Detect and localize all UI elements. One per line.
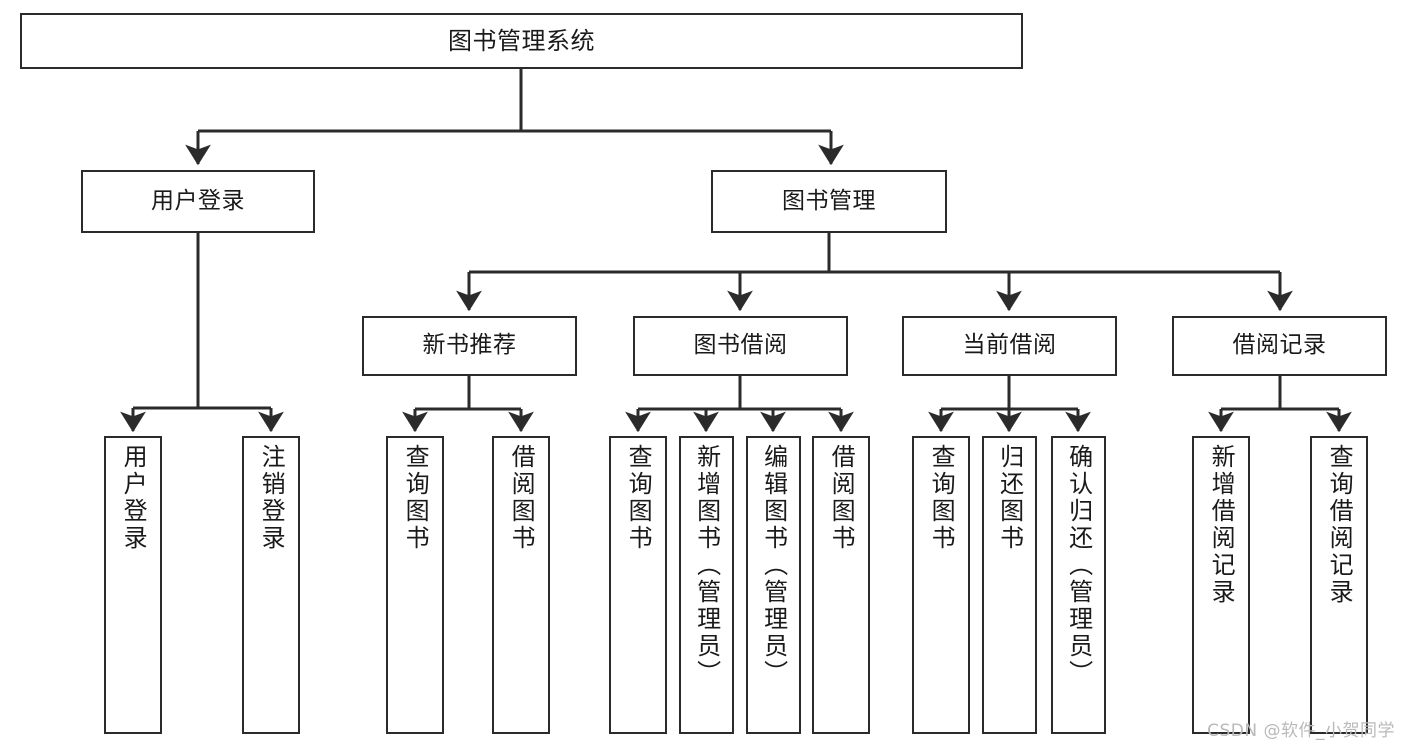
node-user-login-label: 用户登录 [151, 187, 245, 214]
node-leaf-return-book-label: 归还图书 [995, 444, 1024, 552]
node-leaf-borrow-book-2-label: 借阅图书 [827, 444, 856, 552]
node-book-manage[interactable]: 图书管理 [711, 170, 947, 233]
node-current-borrow[interactable]: 当前借阅 [902, 316, 1117, 376]
node-leaf-confirm-return[interactable]: 确认归还（管理员） [1051, 436, 1106, 734]
node-book-manage-label: 图书管理 [782, 187, 876, 214]
node-borrow-record[interactable]: 借阅记录 [1172, 316, 1387, 376]
node-book-borrow-label: 图书借阅 [693, 332, 788, 359]
node-leaf-query-book-3-label: 查询图书 [927, 444, 956, 552]
node-leaf-borrow-book-1-label: 借阅图书 [507, 444, 536, 552]
node-leaf-query-book-1-label: 查询图书 [401, 444, 430, 552]
node-user-login[interactable]: 用户登录 [81, 170, 315, 233]
node-leaf-query-book-3[interactable]: 查询图书 [912, 436, 970, 734]
node-leaf-query-book-1[interactable]: 查询图书 [386, 436, 444, 734]
node-leaf-logout-login-label: 注销登录 [257, 444, 286, 552]
node-new-book-recommend-label: 新书推荐 [422, 332, 517, 359]
node-leaf-confirm-return-label: 确认归还（管理员） [1064, 444, 1093, 687]
node-book-borrow[interactable]: 图书借阅 [633, 316, 848, 376]
node-borrow-record-label: 借阅记录 [1232, 332, 1327, 359]
node-leaf-add-record[interactable]: 新增借阅记录 [1192, 436, 1250, 734]
node-current-borrow-label: 当前借阅 [962, 332, 1057, 359]
csdn-watermark: CSDN @软件_小贺同学 [1207, 721, 1395, 741]
node-leaf-user-login[interactable]: 用户登录 [104, 436, 162, 734]
node-leaf-borrow-book-1[interactable]: 借阅图书 [492, 436, 550, 734]
node-leaf-add-record-label: 新增借阅记录 [1207, 444, 1236, 606]
node-leaf-borrow-book-2[interactable]: 借阅图书 [812, 436, 870, 734]
node-root[interactable]: 图书管理系统 [20, 13, 1023, 69]
node-leaf-logout-login[interactable]: 注销登录 [242, 436, 300, 734]
node-root-label: 图书管理系统 [448, 26, 595, 55]
node-leaf-add-book[interactable]: 新增图书（管理员） [679, 436, 734, 734]
node-leaf-user-login-label: 用户登录 [119, 444, 148, 552]
node-leaf-add-book-label: 新增图书（管理员） [692, 444, 721, 687]
node-new-book-recommend[interactable]: 新书推荐 [362, 316, 577, 376]
node-leaf-query-record-label: 查询借阅记录 [1325, 444, 1354, 606]
node-leaf-edit-book-label: 编辑图书（管理员） [759, 444, 788, 687]
node-leaf-query-book-2[interactable]: 查询图书 [609, 436, 667, 734]
node-leaf-query-record[interactable]: 查询借阅记录 [1310, 436, 1368, 734]
node-leaf-return-book[interactable]: 归还图书 [982, 436, 1037, 734]
node-leaf-query-book-2-label: 查询图书 [624, 444, 653, 552]
node-leaf-edit-book[interactable]: 编辑图书（管理员） [746, 436, 801, 734]
